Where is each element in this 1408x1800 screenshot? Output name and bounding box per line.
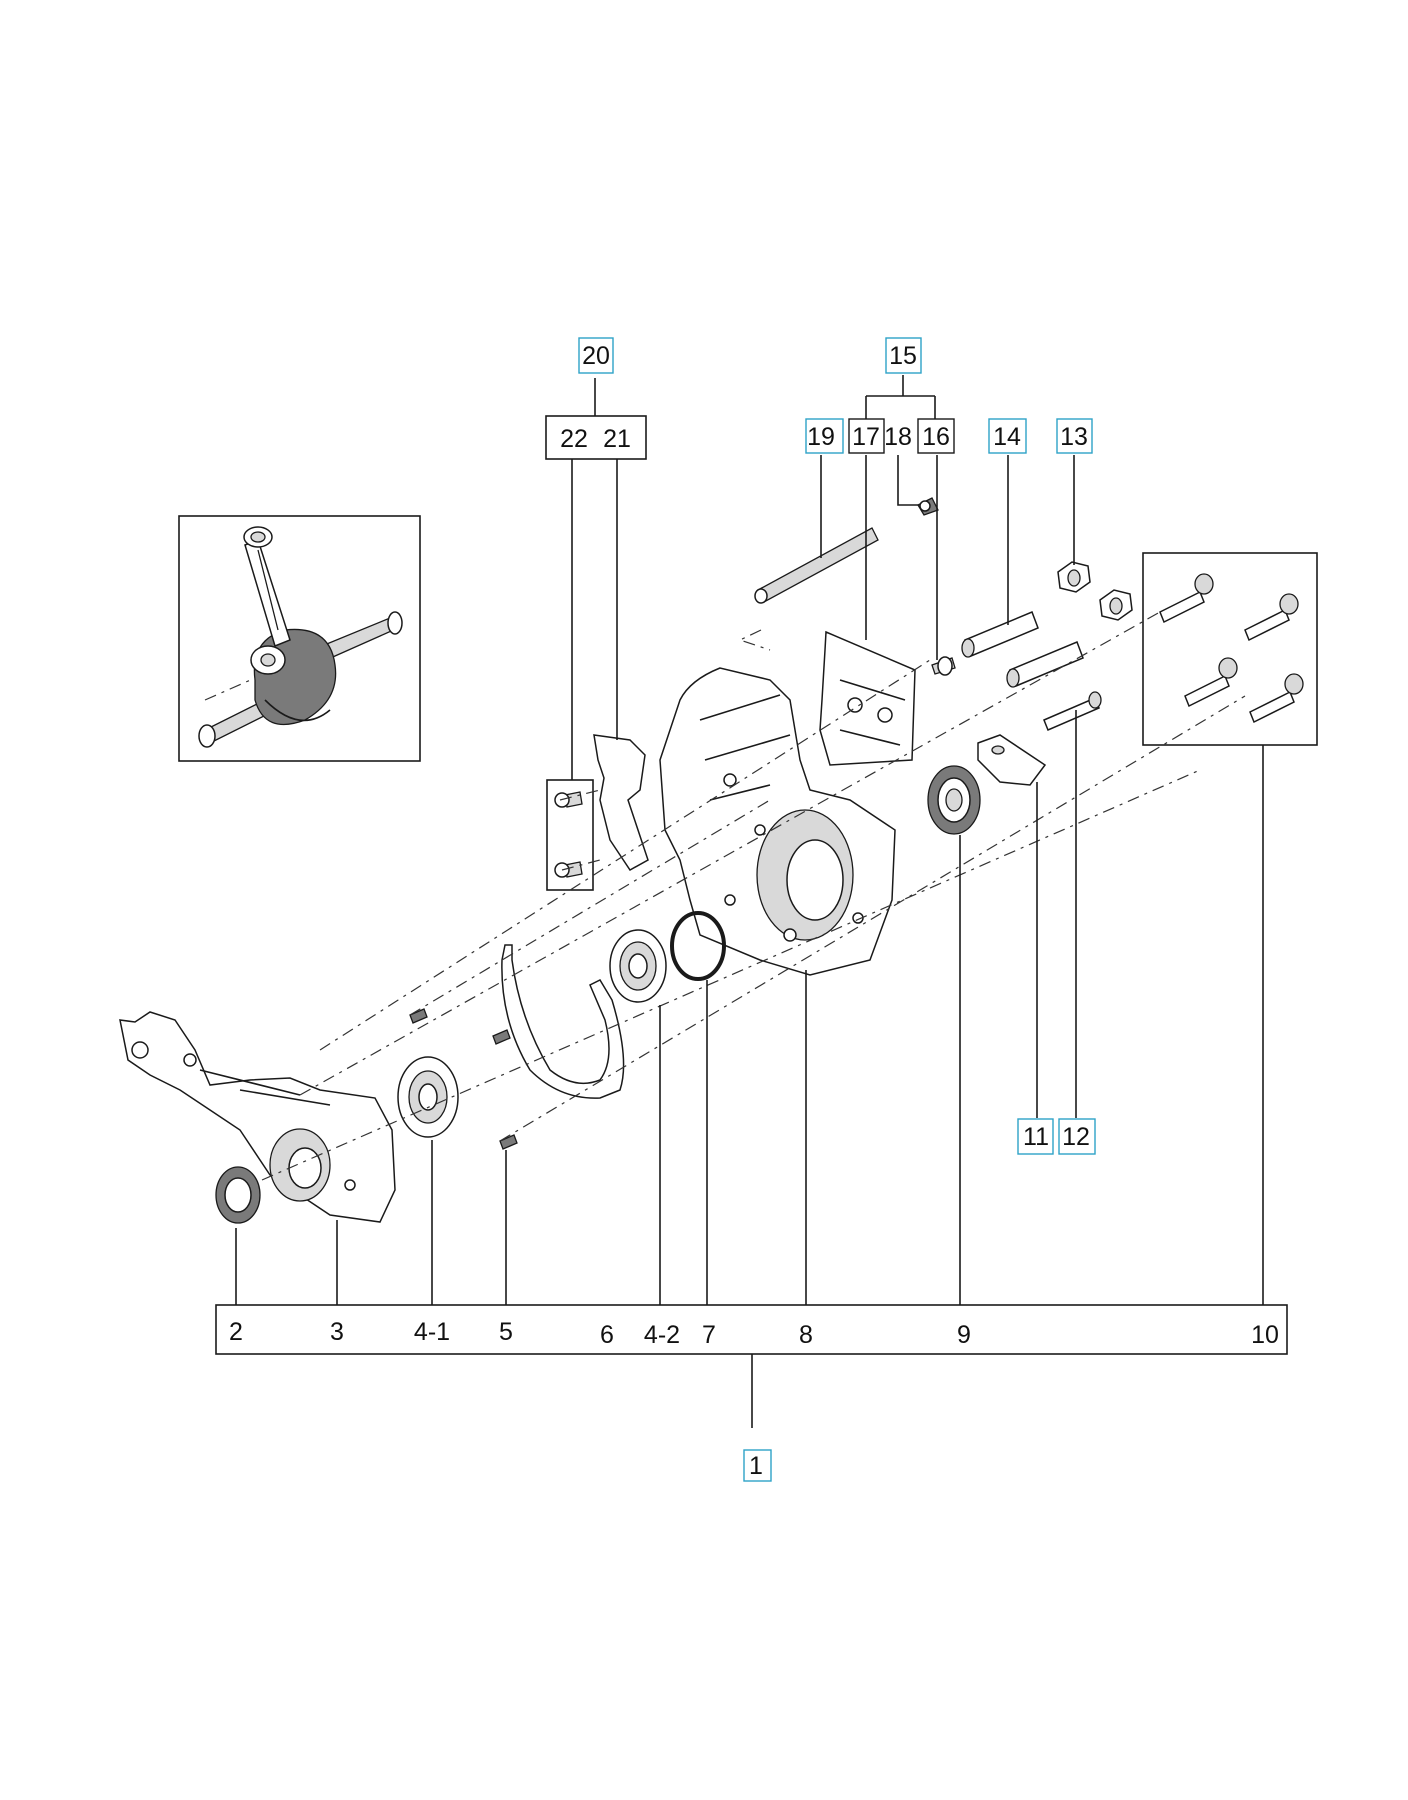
part-18-screw bbox=[917, 497, 939, 516]
callout-15: 15 bbox=[889, 342, 917, 370]
callout-16: 16 bbox=[922, 423, 950, 451]
part-10-bolts bbox=[1142, 552, 1318, 746]
part-13-nuts bbox=[1057, 561, 1133, 621]
callout-1: 1 bbox=[749, 1452, 763, 1480]
callout-22: 22 bbox=[560, 425, 588, 453]
callout-9: 9 bbox=[957, 1321, 971, 1349]
callout-17: 17 bbox=[852, 423, 880, 451]
callout-20: 20 bbox=[582, 342, 610, 370]
part-16-screw bbox=[931, 656, 956, 676]
callout-8: 8 bbox=[799, 1321, 813, 1349]
callout-5: 5 bbox=[499, 1318, 513, 1346]
part-4-2-bearing bbox=[609, 929, 667, 1003]
part-5-dowel-pins bbox=[409, 1008, 518, 1150]
callout-10: 10 bbox=[1251, 1321, 1279, 1349]
part-6-gasket bbox=[501, 944, 625, 1099]
callout-12: 12 bbox=[1062, 1123, 1090, 1151]
callout-7: 7 bbox=[702, 1321, 716, 1349]
callout-2: 2 bbox=[229, 1318, 243, 1346]
crankshaft-inset bbox=[178, 515, 421, 762]
callouts: 2 3 4-1 5 6 4-2 7 8 9 10 1 11 12 20 22 2… bbox=[229, 337, 1279, 1482]
part-2-oil-seal bbox=[215, 1166, 261, 1224]
part-7-circlip bbox=[670, 911, 726, 981]
callout-14: 14 bbox=[993, 423, 1021, 451]
part-8-crankcase-half bbox=[659, 667, 896, 976]
callout-18: 18 bbox=[884, 423, 912, 451]
callout-6: 6 bbox=[600, 1321, 614, 1349]
part-17-chain-plate bbox=[819, 630, 916, 766]
callout-11: 11 bbox=[1023, 1123, 1049, 1151]
callout-13: 13 bbox=[1060, 423, 1088, 451]
part-20-plate-screws bbox=[546, 734, 649, 891]
assembly-axis-lines bbox=[261, 611, 1246, 1181]
part-14-studs bbox=[961, 611, 1084, 688]
part-3-crankcase bbox=[119, 1011, 396, 1223]
part-19-pin-rod bbox=[754, 527, 879, 604]
callout-19: 19 bbox=[807, 423, 835, 451]
callout-3: 3 bbox=[330, 1318, 344, 1346]
part-11-bracket bbox=[977, 734, 1047, 786]
part-9-oil-seal bbox=[927, 765, 981, 835]
callout-4-1: 4-1 bbox=[414, 1318, 450, 1346]
callout-4-2: 4-2 bbox=[644, 1321, 680, 1349]
part-4-1-bearing bbox=[397, 1056, 459, 1138]
callout-21: 21 bbox=[603, 425, 631, 453]
leader-lines bbox=[215, 375, 1288, 1428]
part-12-long-stud bbox=[1043, 691, 1102, 731]
